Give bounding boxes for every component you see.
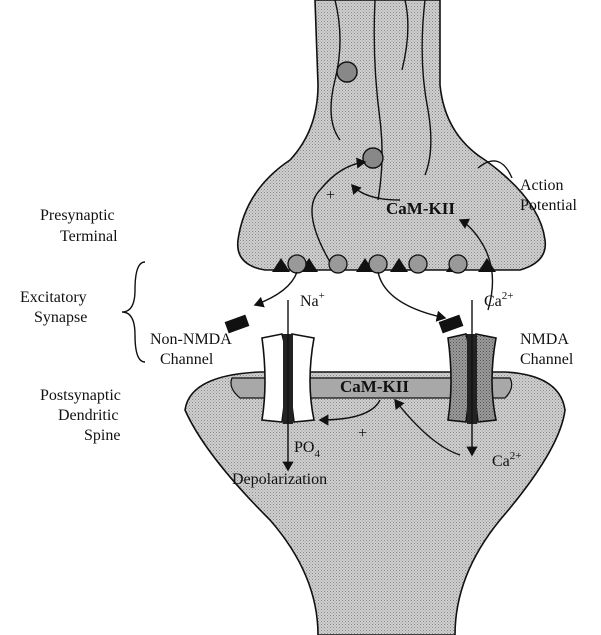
excitatory-label-1: Excitatory bbox=[20, 289, 87, 306]
vesicle bbox=[337, 62, 357, 82]
postsynaptic-spine bbox=[185, 372, 565, 635]
excitatory-label-2: Synapse bbox=[34, 309, 87, 326]
calcium-presynaptic-label: Ca2+ bbox=[484, 290, 514, 310]
action-potential-label-2: Potential bbox=[520, 197, 577, 214]
postsynaptic-label-1: Postsynaptic bbox=[40, 387, 121, 404]
nmda-label-2: Channel bbox=[520, 351, 574, 368]
non-nmda-label-2: Channel bbox=[160, 351, 214, 368]
postsynaptic-label-3: Spine bbox=[84, 427, 120, 444]
postsynaptic-label-2: Dendritic bbox=[58, 407, 118, 424]
camkii-postsynaptic-label: CaM-KII bbox=[340, 377, 409, 396]
depolarization-label: Depolarization bbox=[232, 471, 327, 488]
nmda-label-1: NMDA bbox=[520, 331, 569, 348]
sodium-ion-label: Na+ bbox=[300, 290, 325, 310]
presynaptic-label-2: Terminal bbox=[60, 228, 118, 245]
vesicle bbox=[363, 148, 383, 168]
presynaptic-label-1: Presynaptic bbox=[40, 207, 115, 224]
non-nmda-label-1: Non-NMDA bbox=[150, 331, 232, 348]
plus-presynaptic: + bbox=[326, 187, 335, 204]
action-potential-label-1: Action bbox=[520, 177, 564, 194]
plus-postsynaptic: + bbox=[358, 425, 367, 442]
camkii-presynaptic-label: CaM-KII bbox=[386, 199, 455, 218]
presynaptic-terminal bbox=[238, 0, 546, 270]
